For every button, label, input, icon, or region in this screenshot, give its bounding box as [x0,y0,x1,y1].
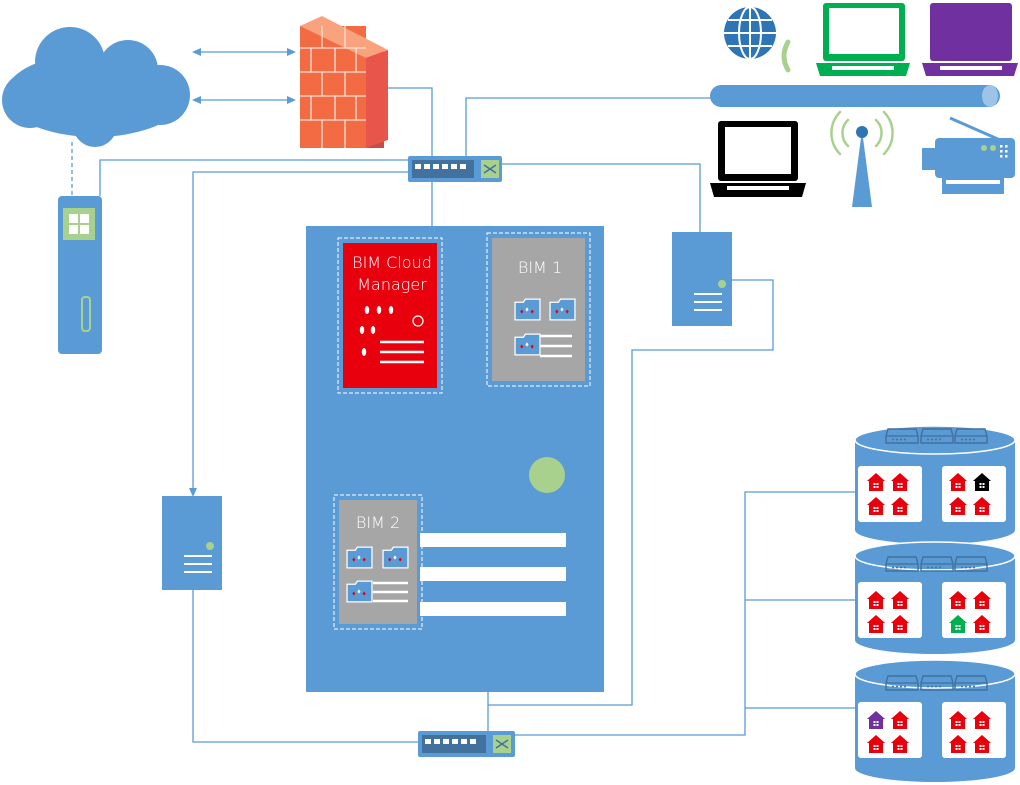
network-bus [710,85,1000,107]
laptop-icon [816,3,910,76]
network-switch-icon [408,156,502,182]
bim-cloud-manager: BIM Cloud Manager [337,237,443,394]
globe-phone-icon [724,6,791,73]
server-icon [162,496,222,590]
firewall-icon [300,16,388,148]
laptop-icon [922,3,1018,76]
fax-printer-icon [922,116,1015,194]
folder-icon [346,580,373,603]
storage-cylinder-icon [854,659,1016,782]
cloud-icon [2,27,190,147]
server-icon [58,196,102,354]
folder-icon [514,333,541,356]
folder-icon [514,298,541,321]
wireless-tower-icon [830,110,894,207]
storage-cylinder-icon [854,541,1016,654]
bim1-vm: BIM 1 [486,232,591,387]
bim1-label: BIM 1 [518,258,562,277]
network-switch-icon [418,731,515,757]
bim-cloud-manager-label-line1: BIM Cloud [352,253,432,272]
bim2-vm: BIM 2 [333,494,423,630]
bim-cloud-manager-label-line2: Manager [357,275,427,294]
server-icon [672,232,732,326]
storage-cylinder-icon [854,425,1016,544]
bim2-label: BIM 2 [356,513,400,532]
folder-icon [346,546,373,569]
folder-icon [549,298,576,321]
connection-lines [71,51,855,743]
laptop-icon [710,121,806,197]
folder-icon [382,546,409,569]
